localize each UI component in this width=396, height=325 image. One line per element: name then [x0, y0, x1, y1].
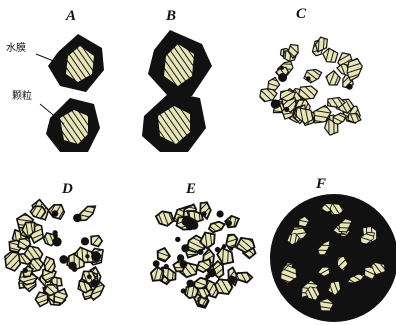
agg-d-water-pocket-1: [23, 268, 28, 273]
panel-label-b: B: [166, 8, 176, 25]
panel-d-aggregate: [3, 198, 105, 308]
agg-e-water-pocket-18: [186, 221, 195, 230]
agg-e-particle-22: [235, 271, 252, 283]
agg-d-water-pocket-4: [68, 262, 76, 270]
agg-c-water-pocket-5: [280, 66, 284, 70]
agg-e-particle-6: [208, 220, 226, 233]
agg-e-water-pocket-11: [198, 249, 204, 255]
panel-label-e: E: [186, 181, 196, 198]
agg-e-water-pocket-13: [181, 288, 186, 293]
agg-e-water-pocket-20: [205, 274, 210, 279]
agg-e-water-pocket-21: [217, 210, 224, 217]
agg-e-water-pocket-17: [215, 247, 220, 252]
agg-c-particle-37: [324, 70, 342, 89]
agg-d-water-pocket-10: [52, 210, 59, 217]
agg-c-water-pocket-4: [278, 73, 287, 82]
agg-d-water-pocket-3: [85, 254, 89, 258]
agg-e-water-pocket-10: [153, 260, 160, 267]
agg-e-water-pocket-19: [222, 244, 226, 248]
agg-d-water-pocket-12: [91, 252, 101, 262]
agg-e-water-pocket-4: [164, 264, 169, 269]
agg-d-water-pocket-7: [73, 214, 81, 222]
agg-d-water-pocket-6: [91, 280, 99, 288]
agg-c-water-pocket-0: [306, 76, 311, 81]
agg-d-water-pocket-8: [59, 255, 68, 264]
panel-label-c: C: [296, 6, 306, 23]
agg-e-water-pocket-1: [202, 211, 207, 216]
agg-e-water-pocket-14: [229, 247, 233, 251]
panel-label-f: F: [316, 176, 326, 193]
panel-label-d: D: [62, 181, 73, 198]
agg-e-particle-11: [154, 210, 175, 228]
panel-label-a: A: [66, 8, 76, 25]
agg-d-water-pocket-11: [52, 237, 61, 246]
water-film-label: 水膜: [6, 44, 26, 54]
agg-e-water-pocket-2: [187, 280, 195, 288]
agg-c-particle-16: [302, 67, 324, 85]
agg-e-water-pocket-15: [181, 244, 189, 252]
particle-label: 颗粒: [12, 92, 32, 102]
panel-c-aggregate: [259, 35, 364, 138]
agg-d-particle-33: [89, 234, 103, 248]
agg-e-water-pocket-5: [226, 220, 232, 226]
panel-f-aggregate: [270, 194, 396, 322]
agg-d-particle-34: [3, 250, 21, 272]
agg-d-water-pocket-9: [53, 230, 58, 235]
panel-b-graphic: [142, 30, 212, 152]
water-film-leader-line: [36, 54, 56, 62]
agg-e-water-pocket-12: [227, 276, 236, 285]
panel-a-graphic: [36, 34, 104, 152]
agg-e-water-pocket-7: [175, 237, 180, 242]
agg-d-water-pocket-2: [81, 237, 89, 245]
agg-c-water-pocket-2: [284, 107, 289, 112]
agg-d-particle-32: [34, 292, 50, 309]
agg-c-water-pocket-1: [271, 99, 280, 108]
agg-d-water-pocket-13: [87, 274, 92, 279]
panel-e-aggregate: [148, 202, 257, 311]
agg-c-water-pocket-3: [347, 84, 353, 90]
agg-e-water-pocket-16: [180, 260, 188, 268]
